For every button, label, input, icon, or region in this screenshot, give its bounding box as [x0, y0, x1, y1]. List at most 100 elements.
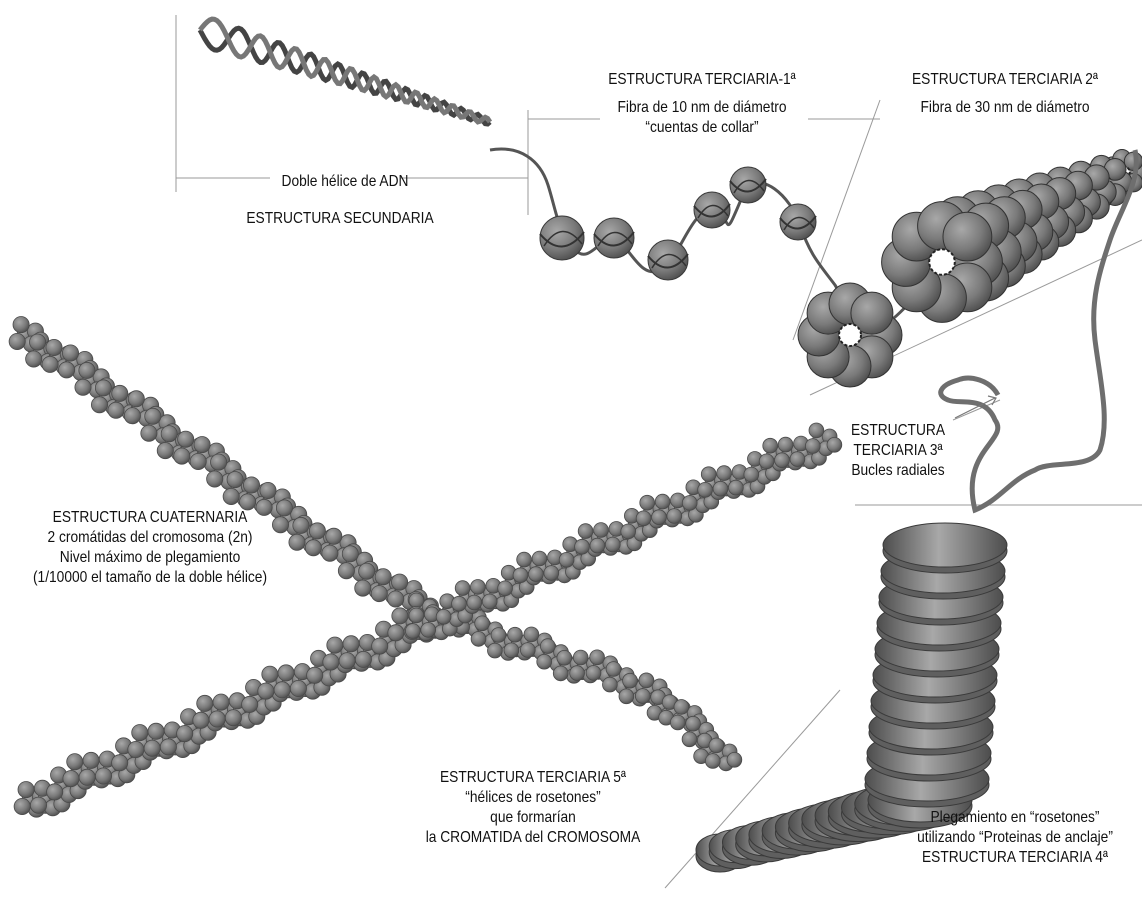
chromatin-bead — [778, 437, 793, 452]
chromatin-bead — [639, 673, 654, 688]
chromatin-bead — [327, 637, 343, 653]
chromatin-bead — [95, 380, 111, 396]
chromatin-bead — [145, 408, 161, 424]
nucleosome-bead — [594, 218, 634, 258]
chromatin-bead — [682, 732, 697, 747]
chromatin-bead — [590, 538, 605, 553]
chromatin-bead — [108, 402, 124, 418]
chromatin-bead — [75, 379, 91, 395]
chromatin-bead — [46, 339, 62, 355]
label-quaternary-size: (1/10000 el tamaño de la doble hélice) — [17, 568, 284, 588]
chromatin-bead — [194, 437, 210, 453]
label-tertiary-5-line3: la CROMATIDA del CROMOSOMA — [417, 828, 649, 848]
chromatin-bead — [729, 480, 744, 495]
label-tertiary-4-line2: utilizando “Proteinas de anclaje” — [908, 828, 1123, 848]
label-tertiary-1-beads: “cuentas de collar” — [599, 118, 805, 138]
chromatin-bead — [540, 639, 555, 654]
chromatin-bead — [705, 754, 720, 769]
chromatin-bead — [262, 666, 278, 682]
label-tertiary-2-title: ESTRUCTURA TERCIARIA 2ª — [902, 70, 1108, 90]
chromatin-bead — [128, 391, 144, 407]
chromatin-bead — [623, 673, 638, 688]
label-dna-double-helix: Doble hélice de ADN — [268, 172, 423, 192]
chromatin-bead — [355, 651, 371, 667]
chromatin-bead — [578, 524, 593, 539]
chromatin-bead — [594, 523, 609, 538]
chromatin-bead — [405, 624, 420, 639]
chromatin-bead — [701, 467, 716, 482]
chromatin-bead — [557, 650, 572, 665]
label-tertiary-5-line1: “hélices de rosetones” — [417, 788, 649, 808]
chromatin-bead — [18, 782, 34, 798]
chromatin-bead — [63, 771, 79, 787]
chromatin-bead — [388, 591, 404, 607]
chromatin-bead — [655, 494, 670, 509]
chromatin-bead — [573, 650, 588, 665]
chromatin-bead — [635, 689, 650, 704]
chromatin-bead — [177, 726, 193, 742]
chromatin-bead — [258, 683, 274, 699]
chromatin-bead — [621, 524, 636, 539]
chromatin-bead — [498, 581, 513, 596]
label-quaternary: ESTRUCTURA CUATERNARIA 2 cromátidas del … — [17, 508, 284, 588]
chromatin-bead — [29, 334, 45, 350]
label-tertiary-1: ESTRUCTURA TERCIARIA-1ª Fibra de 10 nm d… — [599, 70, 805, 138]
chromatin-bead — [274, 682, 290, 698]
chromatin-bead — [62, 345, 78, 361]
chromatin-bead — [682, 496, 697, 511]
chromatin-bead — [225, 710, 241, 726]
chromatin-bead — [157, 443, 173, 459]
chromatin-bead — [278, 665, 294, 681]
nucleosome-bead — [780, 204, 816, 240]
chromatin-bead — [141, 425, 157, 441]
chromatin-bead — [227, 472, 243, 488]
chromatin-bead — [421, 623, 436, 638]
chromatin-bead — [307, 667, 323, 683]
chromatin-bead — [161, 426, 177, 442]
chromatin-bead — [197, 695, 213, 711]
chromatin-bead — [717, 466, 732, 481]
nucleosome-bead — [648, 240, 688, 280]
chromatin-bead — [26, 351, 42, 367]
chromatin-bead — [827, 437, 842, 452]
chromatin-bead — [475, 616, 490, 631]
label-tertiary-2-fiber: Fibra de 30 nm de diámetro — [902, 98, 1108, 118]
chromatin-bead — [392, 608, 408, 624]
chromatin-bead — [243, 477, 259, 493]
chromatin-bead — [79, 769, 95, 785]
chromatid-rosette — [805, 423, 841, 456]
chromatin-bead — [805, 439, 820, 454]
chromatin-bead — [709, 738, 724, 753]
nucleosome-bead — [540, 216, 584, 260]
chromatin-bead — [148, 723, 164, 739]
chromatin-bead — [13, 317, 29, 333]
chromatin-bead — [322, 545, 338, 561]
label-tertiary-5-title: ESTRUCTURA TERCIARIA 5ª — [417, 768, 649, 788]
solenoid-core — [839, 324, 861, 346]
chromatin-bead — [605, 537, 620, 552]
chromatin-bead — [326, 528, 342, 544]
chromatin-bead — [128, 741, 144, 757]
chromatin-bead — [388, 625, 404, 641]
chromatin-bead — [436, 609, 451, 624]
chromatin-bead — [95, 768, 111, 784]
dna-double-helix — [200, 19, 490, 124]
chromatin-bead — [59, 362, 75, 378]
chromatin-bead — [698, 482, 713, 497]
label-tertiary-3-line3: Bucles radiales — [842, 461, 954, 481]
chromatin-bead — [9, 333, 25, 349]
chromatin-bead — [652, 510, 667, 525]
chromatin-bead — [727, 752, 742, 767]
label-tertiary-1-title: ESTRUCTURA TERCIARIA-1ª — [599, 70, 805, 90]
chromatin-bead — [544, 566, 559, 581]
chromatin-bead — [209, 711, 225, 727]
chromatin-bead — [132, 725, 148, 741]
chromatin-bead — [744, 467, 759, 482]
label-quaternary-chromatids: 2 cromátidas del cromosoma (2n) — [17, 528, 284, 548]
chromatin-bead — [606, 662, 621, 677]
label-tertiary-1-fiber: Fibra de 10 nm de diámetro — [599, 98, 805, 118]
chromatin-bead — [290, 680, 306, 696]
solenoid-core — [929, 249, 955, 275]
chromatin-bead — [160, 739, 176, 755]
chromatin-bead — [207, 471, 223, 487]
